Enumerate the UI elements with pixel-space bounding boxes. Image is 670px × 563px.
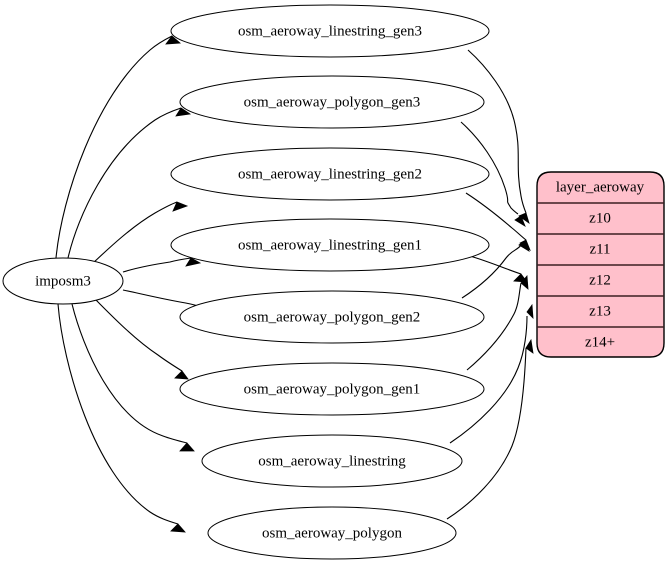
node-shape-ellipse	[179, 290, 485, 344]
node-label: osm_aeroway_linestring_gen2	[238, 166, 422, 182]
edge-imposm3-to-polygon[interactable]	[57, 303, 186, 533]
edge-imposm3-to-linestring-gen1[interactable]	[122, 257, 202, 273]
layer-aeroway-row-z10[interactable]: z10	[589, 210, 611, 226]
node-layer-aeroway[interactable]: layer_aeroway z10 z11 z12 z13 z14+	[536, 171, 665, 358]
node-imposm3-label: imposm3	[35, 273, 91, 289]
edge-polygon-gen2-to-z11[interactable]	[461, 240, 530, 299]
node-osm_aeroway_polygon[interactable]: osm_aeroway_polygon	[207, 506, 457, 560]
edge-imposm3-to-polygon-gen1[interactable]	[94, 298, 189, 380]
edge-polygon-gen1-to-z12[interactable]	[466, 275, 529, 371]
node-shape-ellipse	[207, 506, 457, 560]
node-osm_aeroway_polygon_gen2[interactable]: osm_aeroway_polygon_gen2	[179, 290, 485, 344]
node-osm_aeroway_linestring_gen3[interactable]: osm_aeroway_linestring_gen3	[170, 4, 490, 58]
layer-aeroway-row-z13[interactable]: z13	[589, 303, 611, 319]
node-osm_aeroway_polygon_gen1[interactable]: osm_aeroway_polygon_gen1	[179, 362, 485, 416]
node-shape-ellipse	[170, 218, 490, 272]
node-shape-ellipse	[179, 362, 485, 416]
edge-imposm3-to-polygon-gen3[interactable]	[67, 107, 192, 259]
node-shape-ellipse	[201, 434, 463, 488]
node-osm_aeroway_linestring[interactable]: osm_aeroway_linestring	[201, 434, 463, 488]
edge-linestring-gen3-to-z10[interactable]	[467, 49, 530, 224]
layer-aeroway-row-z14plus[interactable]: z14+	[585, 334, 615, 350]
layer-aeroway-header-label: layer_aeroway	[556, 179, 645, 195]
node-label: osm_aeroway_polygon	[262, 525, 402, 541]
edge-linestring-gen1-to-z12[interactable]	[469, 255, 528, 283]
edge-imposm3-to-linestring-gen3[interactable]	[55, 35, 181, 259]
edge-imposm3-to-linestring[interactable]	[71, 303, 195, 452]
layer-aeroway-row-z12[interactable]: z12	[589, 272, 611, 288]
node-osm_aeroway_linestring_gen2[interactable]: osm_aeroway_linestring_gen2	[170, 147, 490, 201]
edge-polygon-gen3-to-z10[interactable]	[460, 121, 526, 227]
node-osm_aeroway_linestring_gen1[interactable]: osm_aeroway_linestring_gen1	[170, 218, 490, 272]
node-shape-ellipse	[170, 4, 490, 58]
edge-polygon-to-z14[interactable]	[446, 338, 534, 520]
edge-imposm3-to-linestring-gen2[interactable]	[91, 201, 189, 265]
edge-group-tables-to-layer	[446, 49, 534, 520]
node-imposm3-shape	[2, 257, 124, 305]
node-label: osm_aeroway_linestring_gen3	[238, 23, 422, 39]
node-label: osm_aeroway_linestring_gen1	[238, 237, 422, 253]
node-osm_aeroway_polygon_gen3[interactable]: osm_aeroway_polygon_gen3	[179, 75, 485, 129]
edge-linestring-to-z13[interactable]	[449, 303, 534, 444]
node-label: osm_aeroway_linestring	[258, 453, 406, 469]
node-shape-ellipse	[179, 75, 485, 129]
node-imposm3[interactable]: imposm3	[2, 257, 124, 305]
node-shape-ellipse	[170, 147, 490, 201]
layer-aeroway-row-z11[interactable]: z11	[589, 241, 610, 257]
node-label: osm_aeroway_polygon_gen2	[244, 309, 421, 325]
node-label: osm_aeroway_polygon_gen1	[244, 381, 421, 397]
node-label: osm_aeroway_polygon_gen3	[244, 94, 421, 110]
